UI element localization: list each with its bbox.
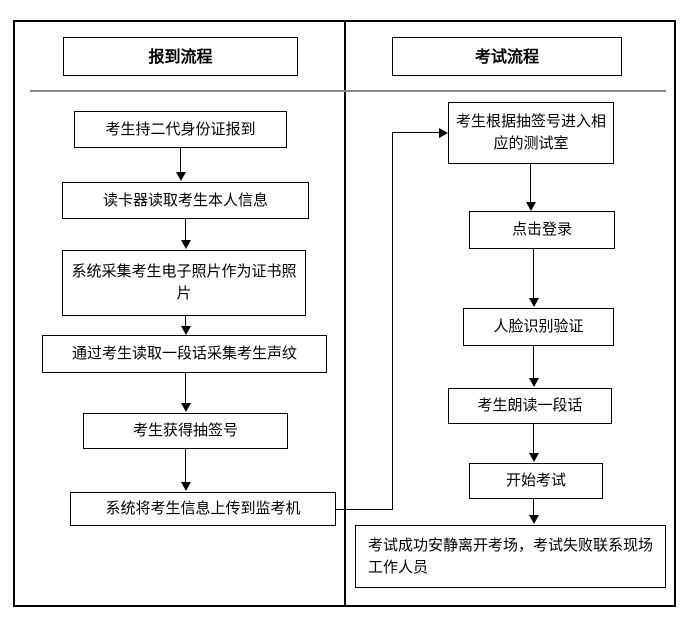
connector-r5-r6-line: [533, 499, 534, 516]
node-registration-step-4[interactable]: 通过考生读取一段话采集考生声纹: [42, 335, 327, 373]
lane-header-examination: 考试流程: [392, 37, 622, 76]
connector-cross-lane-segment-h1: [336, 509, 393, 510]
node-examination-step-1[interactable]: 考生根据抽签号进入相应的测试室: [448, 102, 614, 164]
node-examination-step-4[interactable]: 考生朗读一段话: [448, 388, 612, 424]
connector-r2-r3-arrow-icon: [529, 298, 539, 307]
node-registration-step-3[interactable]: 系统采集考生电子照片作为证书照片: [62, 250, 306, 316]
node-registration-step-2[interactable]: 读卡器读取考生本人信息: [62, 182, 309, 219]
lane-header-registration: 报到流程: [63, 37, 298, 76]
connector-cross-lane-segment-h2: [392, 132, 440, 133]
connector-cross-lane-segment-v: [392, 132, 393, 510]
node-registration-step-5[interactable]: 考生获得抽签号: [83, 413, 288, 449]
connector-l4-l5-arrow-icon: [181, 403, 191, 412]
connector-r5-r6-arrow-icon: [529, 515, 539, 524]
connector-cross-lane-arrow-icon: [439, 128, 448, 138]
node-examination-step-3[interactable]: 人脸识别验证: [463, 308, 614, 346]
connector-r2-r3-line: [533, 249, 534, 299]
connector-l2-l3-line: [185, 219, 186, 241]
connector-l5-l6-line: [185, 449, 186, 483]
header-separator-rule: [30, 90, 666, 92]
node-examination-step-2[interactable]: 点击登录: [469, 211, 615, 249]
connector-r3-r4-line: [533, 346, 534, 379]
connector-l1-l2-arrow-icon: [176, 172, 186, 181]
connector-r3-r4-arrow-icon: [529, 378, 539, 387]
connector-l5-l6-arrow-icon: [181, 482, 191, 491]
node-examination-step-6[interactable]: 考试成功安静离开考场，考试失败联系现场工作人员: [355, 525, 666, 588]
lane-divider: [344, 21, 346, 607]
node-examination-step-5[interactable]: 开始考试: [469, 463, 603, 499]
connector-r1-r2-line: [530, 164, 531, 203]
node-registration-step-6[interactable]: 系统将考生信息上传到监考机: [70, 492, 336, 526]
connector-l3-l4-arrow-icon: [181, 326, 191, 335]
connector-l2-l3-arrow-icon: [181, 240, 191, 249]
connector-r4-r5-arrow-icon: [529, 453, 539, 462]
connector-l3-l4-line: [185, 316, 186, 327]
connector-r4-r5-line: [533, 424, 534, 454]
connector-r1-r2-arrow-icon: [526, 202, 536, 211]
node-registration-step-1[interactable]: 考生持二代身份证报到: [74, 111, 287, 148]
connector-l4-l5-line: [185, 373, 186, 404]
connector-l1-l2-line: [180, 148, 181, 173]
